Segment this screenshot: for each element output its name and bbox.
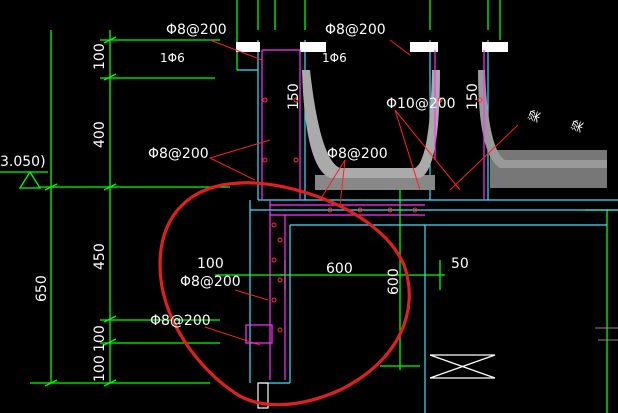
dim-left-100-bottom: 100 xyxy=(92,355,108,382)
dim-left-100-top: 100 xyxy=(92,43,108,70)
dim-150-left: 150 xyxy=(286,83,302,110)
right-grid-marks xyxy=(595,327,618,341)
elevation-marker xyxy=(0,171,48,189)
slab-fill xyxy=(302,70,607,190)
dim-width-600: 600 xyxy=(326,261,353,277)
break-symbol xyxy=(429,354,496,379)
annotation-circle xyxy=(158,181,411,407)
rebar-label-trough-inner: Φ8@200 xyxy=(327,146,388,162)
rebar-label-left-long: 1Φ6 xyxy=(160,51,185,65)
left-dimension-ticks xyxy=(40,36,230,387)
dim-height-600: 600 xyxy=(386,268,402,295)
elevation-label: 3.050) xyxy=(0,154,46,170)
dim-width-50: 50 xyxy=(451,256,469,272)
rebar-label-lower-outer: Φ8@200 xyxy=(150,313,211,329)
rebar-label-left-mid: Φ8@200 xyxy=(148,146,209,162)
dim-150-right: 150 xyxy=(465,83,481,110)
beam-note-b: 梁 xyxy=(568,118,586,134)
rebar-label-trough-right: Φ10@200 xyxy=(386,96,456,112)
dim-width-100: 100 xyxy=(197,256,224,272)
leader-lines xyxy=(204,39,519,346)
rebar-lines xyxy=(261,49,485,380)
rebar-dots xyxy=(262,97,483,333)
stirrup-detail xyxy=(245,324,273,409)
beam-caps xyxy=(236,42,508,52)
rebar-label-lower-inner: Φ8@200 xyxy=(180,274,241,290)
structure-outline xyxy=(237,40,618,413)
dim-left-450: 450 xyxy=(92,243,108,270)
dim-left-100-mid: 100 xyxy=(92,325,108,352)
dim-left-400: 400 xyxy=(92,121,108,148)
rebar-label-top-left: Φ8@200 xyxy=(166,22,227,38)
rebar-label-right-long: 1Φ6 xyxy=(322,51,347,65)
rebar-label-top-right: Φ8@200 xyxy=(325,22,386,38)
beam-note-a: 梁 xyxy=(525,108,543,124)
dim-left-650: 650 xyxy=(34,275,50,302)
